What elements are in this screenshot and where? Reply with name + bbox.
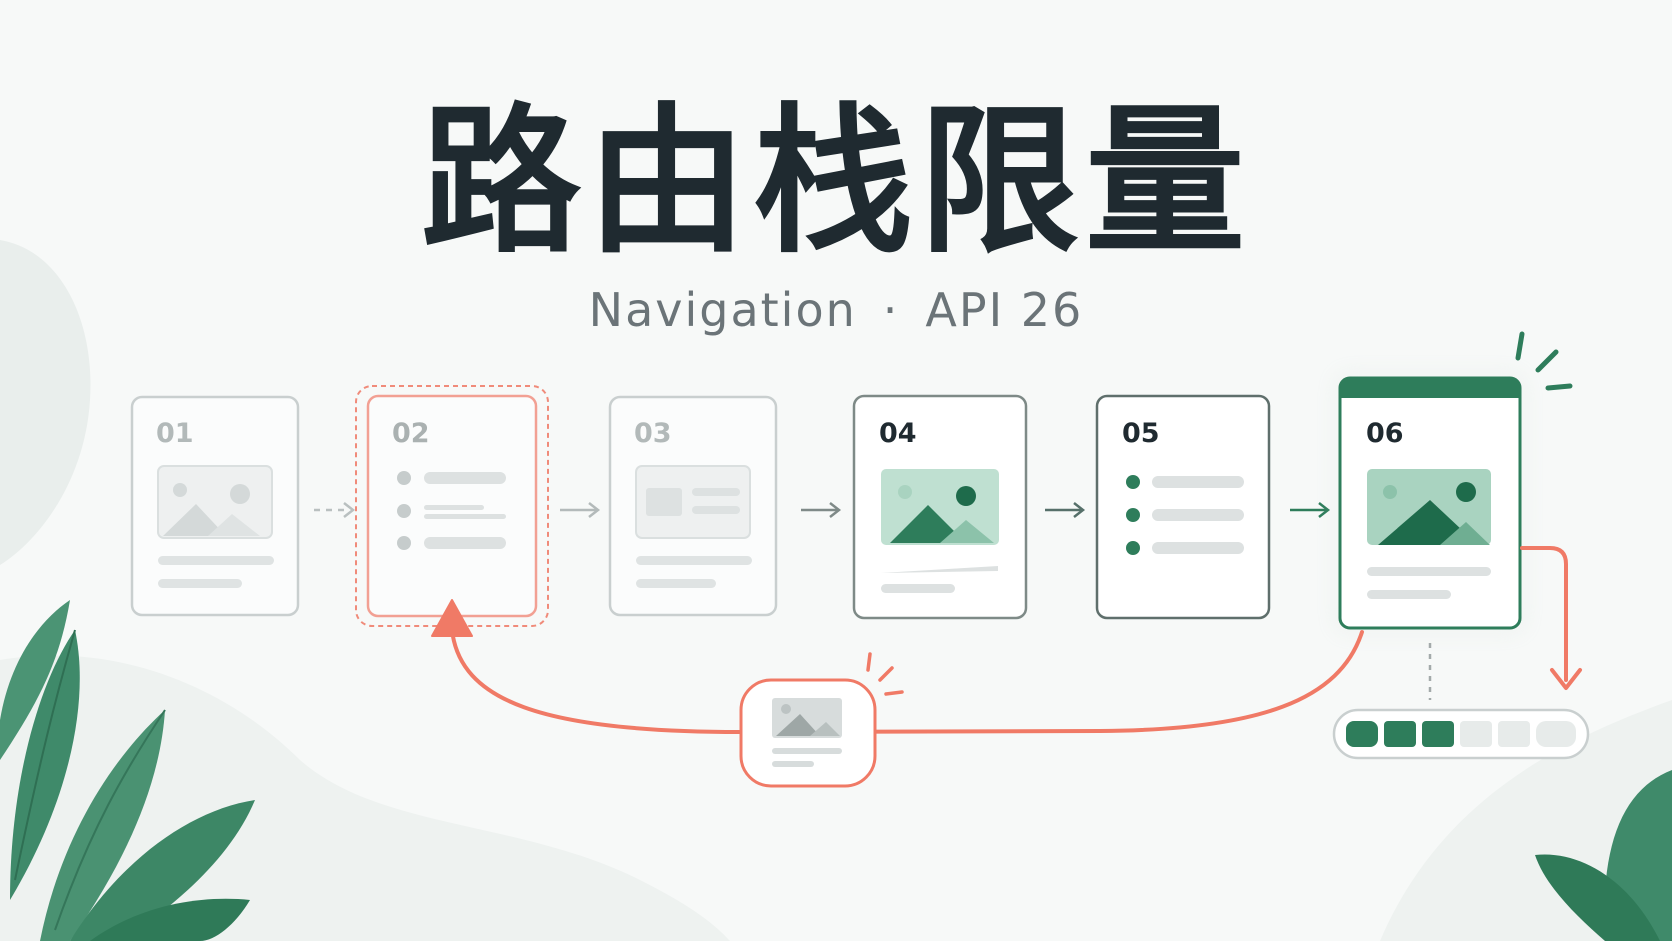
arrow-right-icon	[560, 502, 601, 518]
page-card-01	[130, 395, 300, 617]
page-title: 路由栈限量	[420, 88, 1251, 275]
arrow-right-icon	[1290, 502, 1331, 518]
card-label-01: 01	[156, 418, 194, 449]
arrow-right-icon	[801, 502, 842, 518]
arrow-right-icon	[1045, 502, 1086, 518]
return-arrowhead	[431, 599, 473, 637]
image-icon	[881, 469, 999, 545]
page-card-05	[1095, 394, 1271, 620]
page-card-03	[608, 395, 778, 617]
card-label-02: 02	[392, 418, 430, 449]
list-icon	[1126, 475, 1244, 555]
stack-capacity-bar	[1332, 708, 1590, 760]
background-blob-left	[0, 240, 91, 565]
leaf-icon	[40, 709, 166, 941]
card-label-03: 03	[634, 418, 672, 449]
return-arrow	[450, 628, 1364, 735]
list-icon	[397, 471, 506, 550]
evicted-page-chip	[739, 678, 877, 788]
leaf-icon	[70, 800, 255, 941]
overflow-arrow	[1520, 546, 1568, 682]
card-label-05: 05	[1122, 418, 1160, 449]
arrow-right-icon	[314, 502, 356, 518]
subtitle-api: API 26	[925, 283, 1084, 337]
image-icon	[772, 698, 842, 738]
page-card-02	[355, 385, 549, 627]
leaf-icon	[0, 600, 70, 760]
sparkle-icon	[866, 652, 904, 696]
page-subtitle: Navigation · API 26	[0, 282, 1672, 338]
leaf-icon	[10, 629, 80, 900]
image-icon	[1367, 469, 1491, 545]
image-icon	[157, 465, 273, 539]
overflow-arrowhead	[1550, 668, 1582, 690]
card-label-04: 04	[879, 418, 917, 449]
leaf-icon	[1535, 854, 1660, 941]
subtitle-navigation: Navigation	[588, 283, 857, 337]
leaf-icon	[90, 898, 250, 941]
card-label-06: 06	[1366, 418, 1404, 449]
page-card-06	[1338, 376, 1522, 630]
page-card-04	[852, 394, 1028, 620]
sparkle-icon	[1515, 331, 1573, 391]
subtitle-separator: ·	[882, 283, 900, 337]
